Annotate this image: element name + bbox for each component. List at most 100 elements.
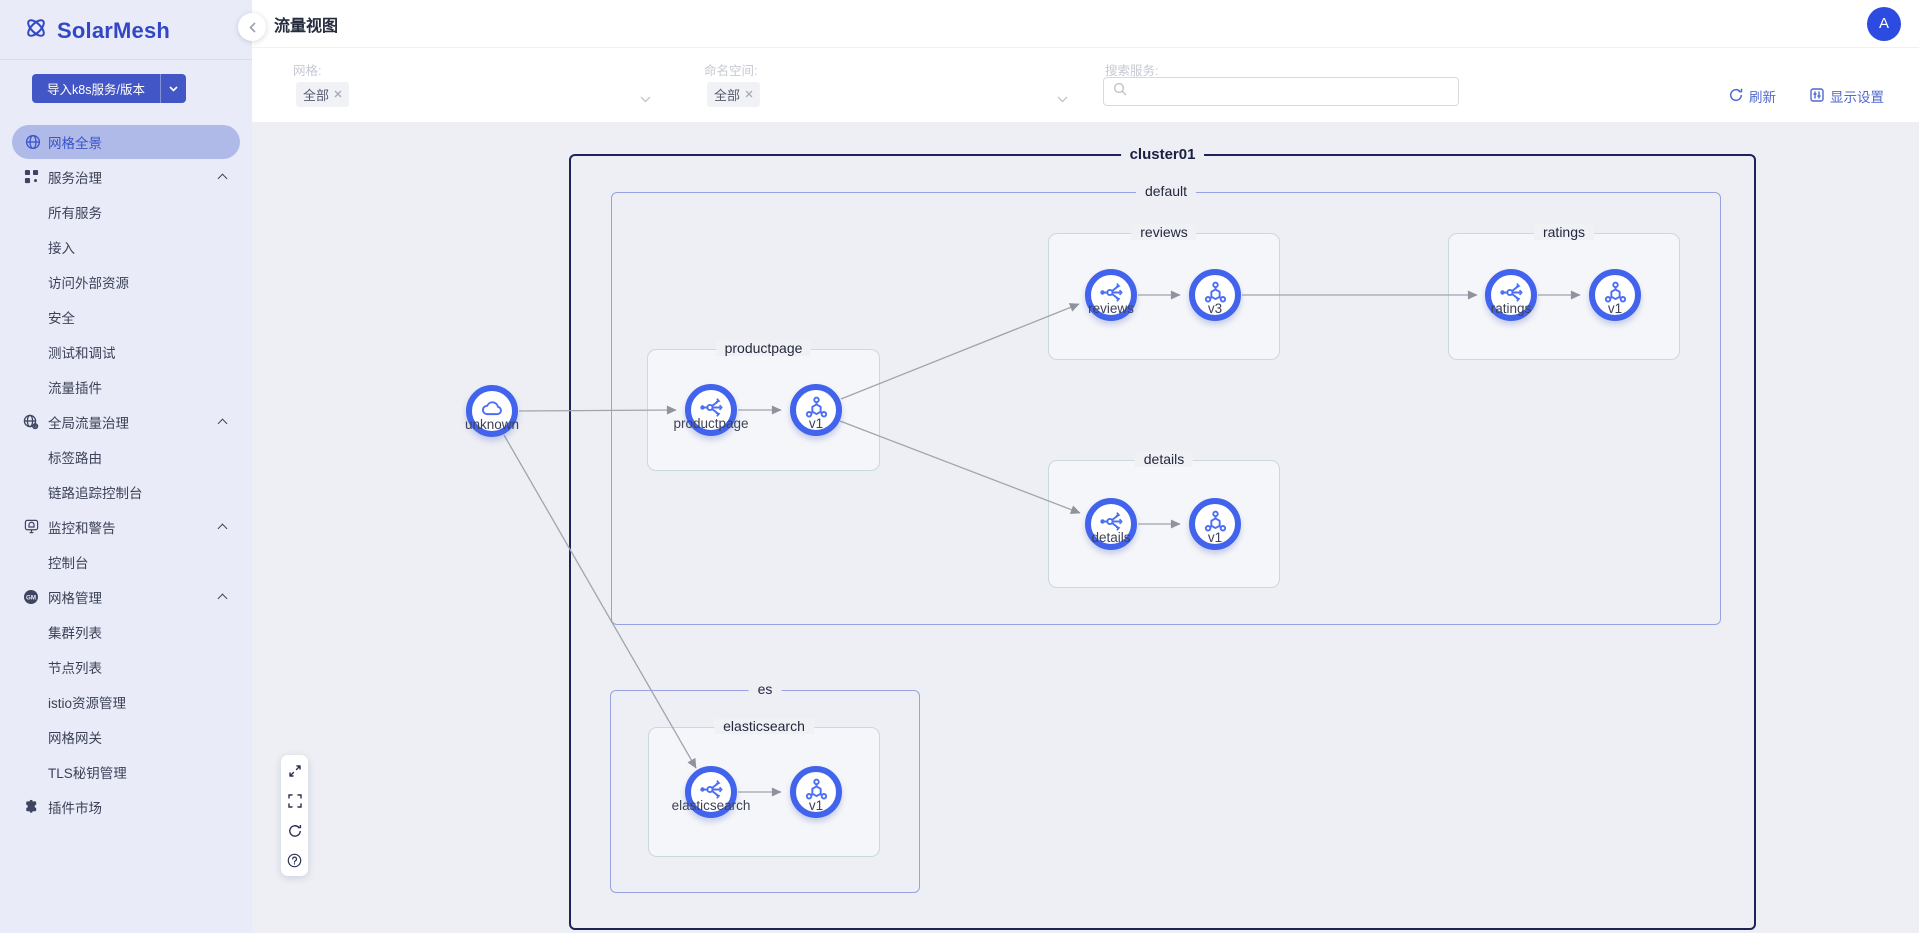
node-productpage-v1[interactable] [790, 384, 842, 436]
chip-close-icon[interactable] [334, 90, 342, 98]
filter-bar: 网格: 全部 命名空间: 全部 搜索服务: [252, 48, 1919, 122]
page-title: 流量视图 [274, 17, 339, 35]
sidebar-item-ingress[interactable]: 接入 [48, 240, 75, 256]
namespace-filter-chip[interactable]: 全部 [707, 81, 761, 107]
node-elasticsearch[interactable] [685, 766, 737, 818]
workload-icon [1602, 279, 1629, 311]
workload-icon [803, 394, 830, 426]
sidebar-item-console[interactable]: 控制台 [48, 555, 89, 571]
namespace-label: es [748, 681, 782, 697]
node-label: v1 [1607, 301, 1623, 316]
refresh-icon [1729, 88, 1743, 105]
sidebar-item-label: 网格全景 [48, 136, 102, 151]
sidebar-item-traffic-plugins[interactable]: 流量插件 [48, 380, 102, 396]
namespace-label: default [1135, 183, 1197, 199]
workload-icon [1202, 508, 1229, 540]
search-service-input[interactable] [1103, 77, 1459, 106]
chevron-up-icon [217, 173, 228, 184]
reload-icon[interactable] [286, 822, 303, 839]
sidebar-item-global-traffic[interactable]: 全局流量治理 [0, 404, 252, 439]
sidebar-item-security[interactable]: 安全 [48, 310, 75, 326]
sidebar-item-test-debug[interactable]: 测试和调试 [48, 345, 116, 361]
sidebar-item-all-services[interactable]: 所有服务 [48, 205, 102, 221]
mesh-filter-label: 网格: [293, 64, 322, 78]
namespace-filter-select[interactable]: 全部 [707, 79, 1067, 109]
sidebar-item-cluster-list[interactable]: 集群列表 [48, 625, 102, 641]
sidebar-item-tls-secrets[interactable]: TLS秘钥管理 [48, 765, 127, 781]
node-details[interactable] [1085, 498, 1137, 550]
search-icon [1113, 82, 1127, 101]
traffic-topology-canvas[interactable]: cluster01 default es productpage reviews… [252, 122, 1919, 933]
expand-icon[interactable] [286, 762, 303, 779]
sidebar-item-tracing-console[interactable]: 链路追踪控制台 [48, 485, 143, 501]
service-icon [698, 776, 725, 808]
solarmesh-logo-icon [24, 16, 48, 45]
import-dropdown-chevron-icon[interactable] [160, 74, 186, 103]
group-label: productpage [715, 340, 812, 356]
monitor-alert-icon [22, 518, 40, 536]
chevron-up-icon [217, 593, 228, 604]
sidebar-item-mesh-management[interactable]: GM 网格管理 [0, 579, 252, 614]
display-settings-button[interactable]: 显示设置 [1810, 86, 1884, 106]
sidebar-item-plugin-market[interactable]: 插件市场 [0, 789, 252, 824]
service-icon [1098, 279, 1125, 311]
sidebar-item-monitor-alert[interactable]: 监控和警告 [0, 509, 252, 544]
group-label: details [1134, 451, 1194, 467]
mesh-filter-chip[interactable]: 全部 [296, 81, 350, 107]
import-k8s-button[interactable]: 导入k8s服务/版本 [32, 74, 186, 103]
node-productpage[interactable] [685, 384, 737, 436]
cluster-label: cluster01 [1120, 146, 1205, 163]
group-label: reviews [1131, 224, 1197, 240]
node-reviews-v3[interactable] [1189, 269, 1241, 321]
sidebar-collapse-button[interactable] [238, 13, 266, 41]
node-label: ratings [1490, 301, 1532, 316]
topbar: 流量视图 A [252, 0, 1919, 48]
group-label: ratings [1533, 224, 1595, 240]
node-label: reviews [1088, 301, 1134, 316]
node-label: v1 [1207, 530, 1223, 545]
workload-icon [1202, 279, 1229, 311]
node-reviews[interactable] [1085, 269, 1137, 321]
sidebar-item-service-governance[interactable]: 服务治理 [0, 159, 252, 194]
service-governance-icon [22, 168, 40, 186]
refresh-button[interactable]: 刷新 [1729, 86, 1776, 106]
help-icon[interactable] [286, 852, 303, 869]
chevron-up-icon [217, 523, 228, 534]
mesh-filter-select[interactable]: 全部 [296, 79, 656, 109]
search-input-field[interactable] [1133, 84, 1449, 99]
node-elasticsearch-v1[interactable] [790, 766, 842, 818]
sidebar-item-node-list[interactable]: 节点列表 [48, 660, 102, 676]
node-ratings[interactable] [1485, 269, 1537, 321]
node-label: v3 [1207, 301, 1223, 316]
sidebar-item-external-resources[interactable]: 访问外部资源 [48, 275, 129, 291]
search-service-label: 搜索服务: [1105, 64, 1159, 78]
chip-close-icon[interactable] [745, 90, 753, 98]
sidebar-item-istio-resources[interactable]: istio资源管理 [48, 695, 127, 711]
service-icon [698, 394, 725, 426]
namespace-box-default: default [611, 183, 1721, 625]
cluster-box-cluster01: cluster01 [569, 146, 1756, 930]
globe-icon [24, 133, 42, 151]
sidebar: SolarMesh 导入k8s服务/版本 网格全景 [0, 0, 266, 933]
node-label: v1 [808, 416, 824, 431]
node-label: unknown [464, 417, 520, 432]
sidebar-menu: 网格全景 服务治理 所有服务 接入 访问外部资源 安全 测试和调试 流量插件 [0, 125, 252, 824]
cloud-icon [479, 395, 506, 427]
node-details-v1[interactable] [1189, 498, 1241, 550]
mesh-select-caret-icon [640, 90, 651, 108]
namespace-filter-label: 命名空间: [704, 64, 758, 78]
sidebar-item-mesh-overview[interactable]: 网格全景 [12, 125, 240, 159]
node-ratings-v1[interactable] [1589, 269, 1641, 321]
canvas-toolbar [281, 755, 308, 876]
workload-icon [803, 776, 830, 808]
node-unknown[interactable] [466, 385, 518, 437]
sidebar-item-mesh-gateway[interactable]: 网格网关 [48, 730, 102, 746]
node-label: elasticsearch [671, 798, 751, 813]
service-icon [1498, 279, 1525, 311]
brand-name: SolarMesh [57, 17, 171, 43]
node-label: v1 [808, 798, 824, 813]
sidebar-item-label-routing[interactable]: 标签路由 [48, 450, 102, 466]
fullscreen-icon[interactable] [286, 792, 303, 809]
user-avatar[interactable]: A [1867, 6, 1901, 41]
